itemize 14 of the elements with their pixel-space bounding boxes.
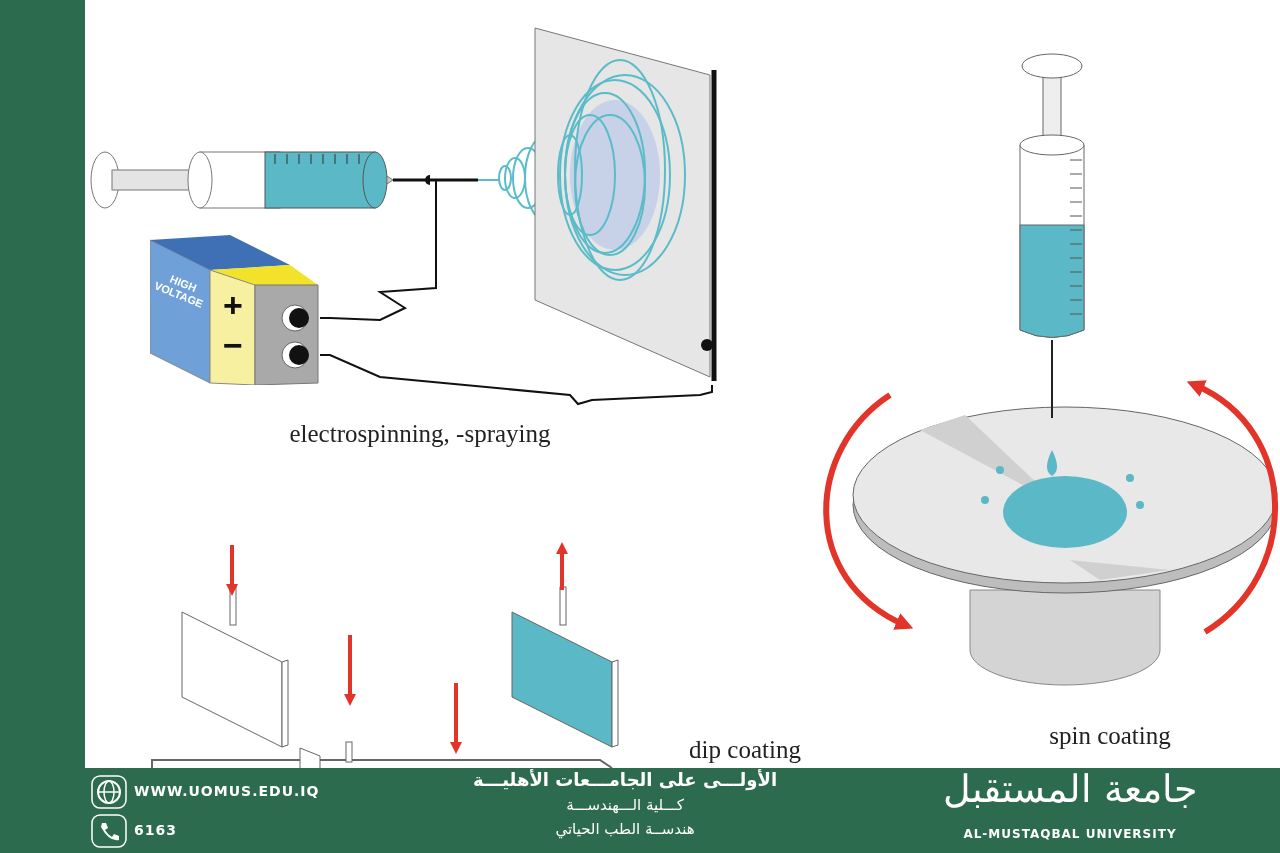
phone-number: 6163 — [134, 822, 178, 839]
caption: dip coating — [688, 736, 802, 765]
minus-sign: − — [222, 327, 244, 365]
plus-sign: + — [222, 287, 244, 325]
wire — [319, 354, 713, 406]
university-name: جامعة المستقبل — [941, 768, 1199, 812]
department-name: هندســة الطب الحياتي — [554, 821, 696, 839]
college-name: كـــلية الـــهندســـة — [565, 797, 685, 815]
caption: spin coating — [1048, 722, 1172, 751]
wire — [319, 179, 437, 321]
website-address: WWW.UOMUS.EDU.IQ — [134, 783, 321, 800]
footer-heading: الأولـــى على الجامـــعات الأهليـــة — [471, 770, 779, 791]
university-name: AL-MUSTAQBAL UNIVERSITY — [962, 828, 1178, 842]
caption: electrospinning, -spraying — [288, 420, 552, 449]
